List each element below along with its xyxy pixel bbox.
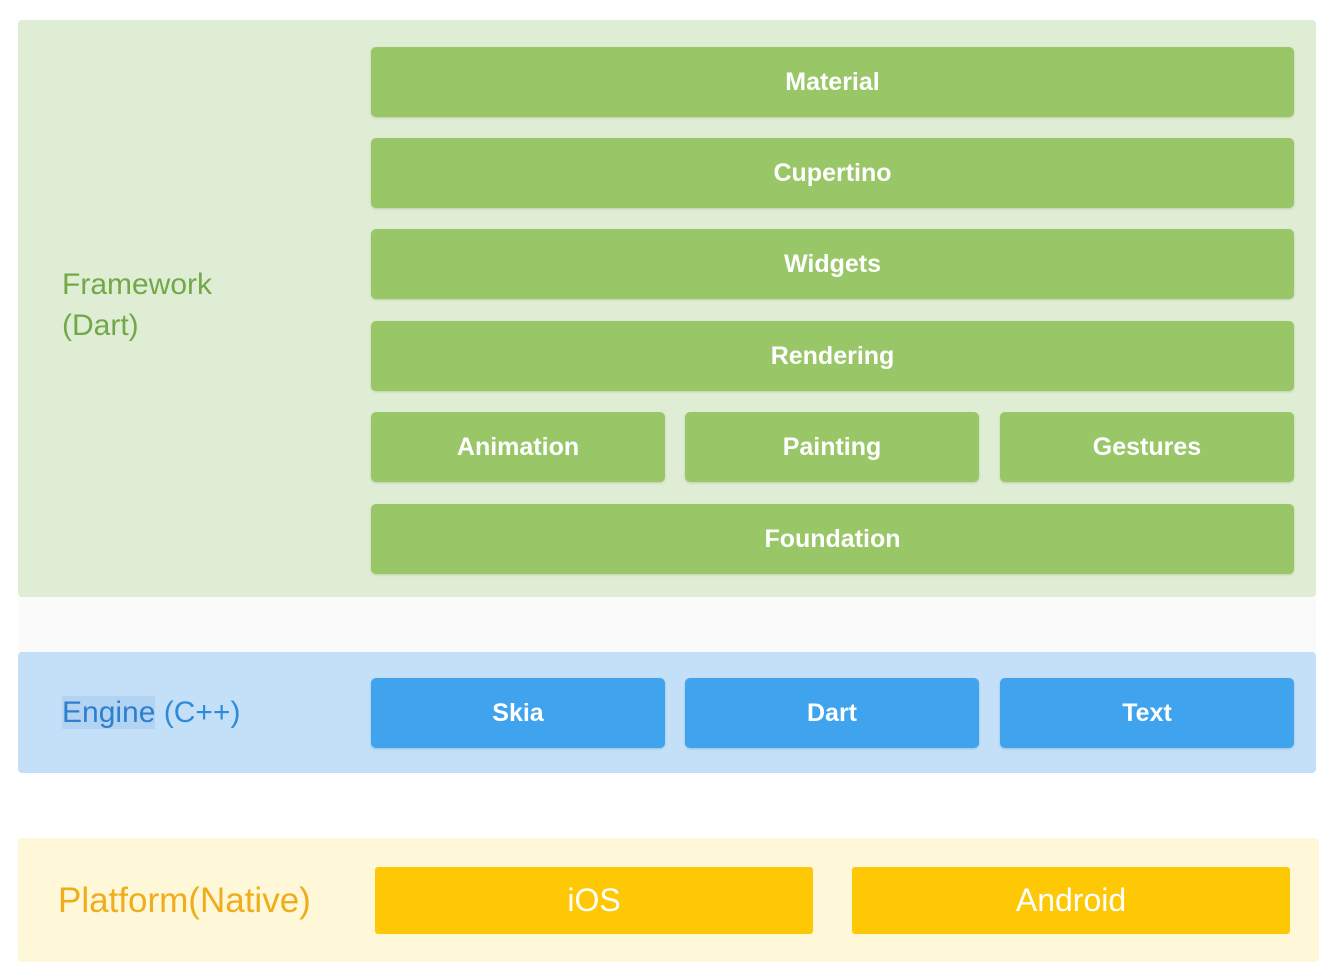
platform-layer-label: Platform(Native) [58, 881, 311, 920]
animation-box: Animation [371, 412, 665, 482]
cupertino-box: Cupertino [371, 138, 1294, 208]
painting-box: Painting [685, 412, 979, 482]
rendering-box: Rendering [371, 321, 1294, 391]
android-box: Android [852, 867, 1290, 934]
foundation-box: Foundation [371, 504, 1294, 574]
widgets-box: Widgets [371, 229, 1294, 299]
engine-layer-label: Engine (C++) [62, 692, 240, 733]
gestures-box: Gestures [1000, 412, 1294, 482]
layer-gap [18, 597, 1316, 652]
framework-label-line2: (Dart) [62, 309, 139, 342]
text-box: Text [1000, 678, 1294, 748]
material-box: Material [371, 47, 1294, 117]
dart-box: Dart [685, 678, 979, 748]
ios-box: iOS [375, 867, 813, 934]
skia-box: Skia [371, 678, 665, 748]
engine-label-rest: (C++) [155, 696, 241, 729]
framework-label-line1: Framework [62, 268, 213, 301]
engine-label-highlight: Engine [62, 696, 156, 729]
framework-layer-label: Framework (Dart) [62, 264, 212, 346]
